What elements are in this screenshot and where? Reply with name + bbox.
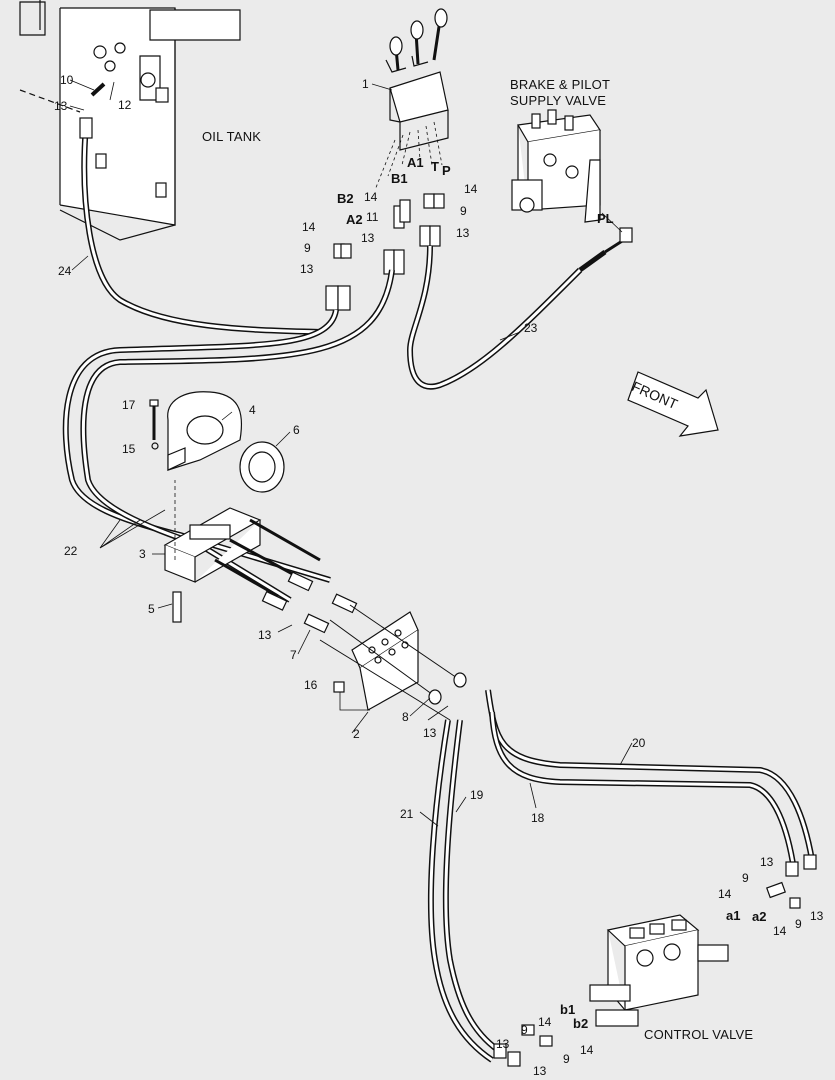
callout-23: 23 [524, 321, 538, 335]
port-label-t: T [431, 159, 439, 174]
callout-13-e: 13 [258, 628, 272, 642]
callout-13-b: 13 [300, 262, 314, 276]
callout-9-a: 9 [304, 241, 311, 255]
port-label-a1-lower: a1 [726, 908, 741, 923]
callout-13-f: 13 [423, 726, 437, 740]
callout-14-c: 14 [464, 182, 478, 196]
callout-10: 10 [60, 73, 74, 87]
callout-18: 18 [531, 811, 545, 825]
port-label-pl: PL [597, 211, 614, 226]
control-valve-label: CONTROL VALVE [644, 1027, 754, 1042]
port-label-a2: A2 [346, 212, 363, 227]
callout-1: 1 [362, 77, 369, 91]
port-label-a2-lower: a2 [752, 909, 767, 924]
callout-13-a: 13 [54, 99, 68, 113]
callout-12: 12 [118, 98, 132, 112]
pilot-control-valve [385, 8, 449, 151]
callout-9-b: 9 [460, 204, 467, 218]
port-label-a1: A1 [407, 155, 424, 170]
port-label-b2-lower: b2 [573, 1016, 589, 1031]
callout-17: 17 [122, 398, 136, 412]
control-valve [589, 914, 729, 1027]
callout-2: 2 [353, 727, 360, 741]
callout-9-e: 9 [521, 1023, 528, 1037]
brake-valve-label-line1: BRAKE & PILOT [510, 77, 611, 92]
front-arrow [627, 371, 719, 437]
callout-14-g: 14 [580, 1043, 594, 1057]
port-label-p: P [442, 163, 451, 178]
oil-tank [19, 0, 241, 241]
callout-7: 7 [290, 648, 297, 662]
callout-14-b: 14 [364, 190, 378, 204]
callout-9-f: 9 [563, 1052, 570, 1066]
callout-21: 21 [400, 807, 414, 821]
oil-tank-label: OIL TANK [202, 129, 262, 144]
hose-fittings-7 [261, 571, 358, 634]
callout-5: 5 [148, 602, 155, 616]
callout-13-d: 13 [456, 226, 470, 240]
port-label-b2: B2 [337, 191, 354, 206]
callout-13-g: 13 [760, 855, 774, 869]
bracket-4 [167, 391, 243, 471]
callout-8: 8 [402, 710, 409, 724]
callout-13-c: 13 [361, 231, 375, 245]
callout-6: 6 [293, 423, 300, 437]
callout-13-i: 13 [496, 1037, 510, 1051]
grommet-6 [239, 441, 285, 493]
callout-9-d: 9 [795, 917, 802, 931]
brake-pilot-supply-valve [511, 109, 602, 223]
hose-20 [485, 689, 815, 861]
brake-valve-label-line2: SUPPLY VALVE [510, 93, 607, 108]
callout-16: 16 [304, 678, 318, 692]
hose-23 [578, 249, 607, 273]
clamp-block-3 [163, 507, 262, 583]
callout-3: 3 [139, 547, 146, 561]
callout-24: 24 [58, 264, 72, 278]
callout-15: 15 [122, 442, 136, 456]
callout-14-d: 14 [718, 887, 732, 901]
callout-9-c: 9 [742, 871, 749, 885]
callout-4: 4 [249, 403, 256, 417]
port-label-b1-lower: b1 [560, 1002, 576, 1017]
callout-13-j: 13 [533, 1064, 547, 1078]
callout-14-f: 14 [538, 1015, 552, 1029]
callout-13-h: 13 [810, 909, 824, 923]
callout-20: 20 [632, 736, 646, 750]
callout-14-e: 14 [773, 924, 787, 938]
callout-14-a: 14 [302, 220, 316, 234]
bulkhead-plate-2 [351, 611, 419, 711]
pilot-fittings [325, 193, 445, 311]
port-label-b1: B1 [391, 171, 408, 186]
callout-22: 22 [64, 544, 78, 558]
callout-11: 11 [366, 210, 379, 224]
callout-19: 19 [470, 788, 484, 802]
